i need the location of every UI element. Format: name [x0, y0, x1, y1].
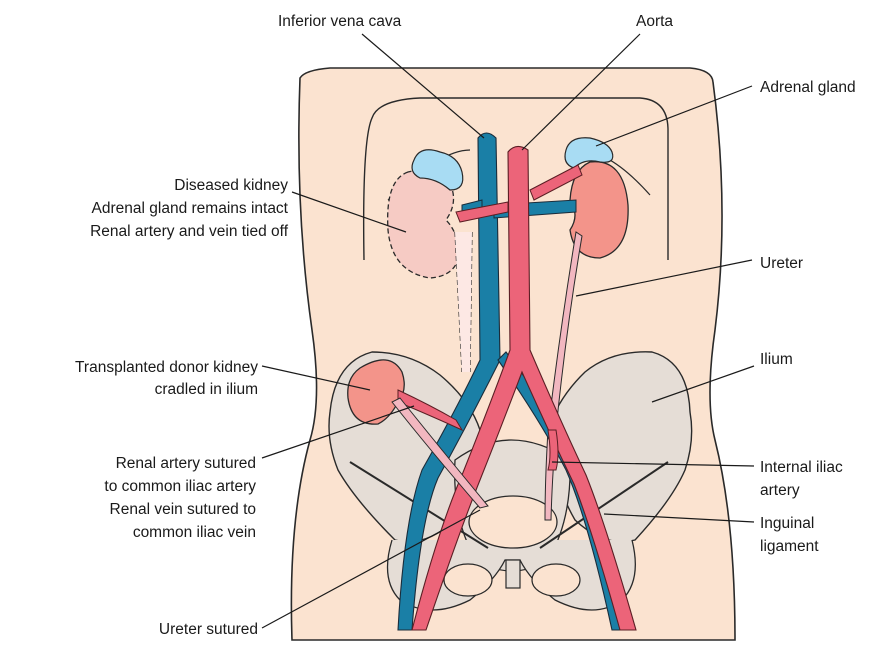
label-ureter: Ureter: [760, 255, 803, 272]
label-common-iliac-vein: common iliac vein: [133, 524, 256, 541]
left-obturator: [532, 564, 580, 596]
label-transplanted-kidney: Transplanted donor kidney: [75, 359, 258, 376]
label-cradled-in-ilium: cradled in ilium: [155, 381, 258, 398]
label-ilium: Ilium: [760, 351, 793, 368]
label-inguinal: Inguinal: [760, 515, 814, 532]
pubic-symphysis: [506, 560, 520, 588]
right-obturator: [444, 564, 492, 596]
label-ureter-sutured: Ureter sutured: [159, 621, 258, 638]
label-renal-tied-off: Renal artery and vein tied off: [90, 223, 289, 240]
label-common-iliac-artery: to common iliac artery: [104, 478, 256, 495]
label-internal-iliac-artery: artery: [760, 482, 800, 499]
label-internal-iliac: Internal iliac: [760, 459, 843, 476]
label-renal-vein-sutured: Renal vein sutured to: [110, 501, 256, 518]
label-adrenal-intact: Adrenal gland remains intact: [92, 200, 289, 217]
label-inferior-vena-cava: Inferior vena cava: [278, 13, 402, 30]
label-renal-artery-sutured: Renal artery sutured: [116, 455, 256, 472]
label-diseased-kidney: Diseased kidney: [174, 177, 288, 194]
label-aorta: Aorta: [636, 13, 673, 30]
label-adrenal-gland: Adrenal gland: [760, 79, 856, 96]
internal-iliac-artery: [548, 430, 558, 470]
label-inguinal-ligament: ligament: [760, 538, 819, 555]
